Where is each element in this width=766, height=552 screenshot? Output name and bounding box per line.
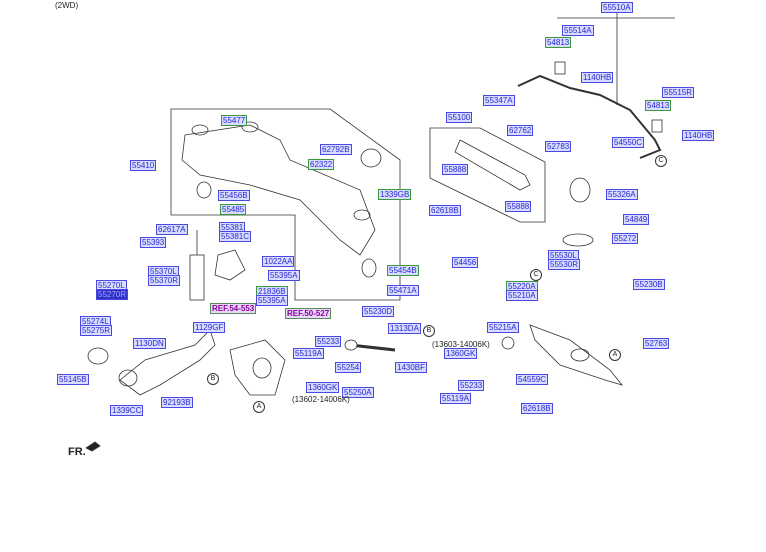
part-label[interactable]: 55456B [218,190,250,201]
subframe-box [170,108,401,301]
part-label[interactable]: 55393 [140,237,167,248]
part-label[interactable]: 55210A [506,290,538,301]
reference-link[interactable]: REF.54-553 [210,303,257,314]
part-label[interactable]: 55395A [256,295,288,306]
reference-link[interactable]: REF.50-527 [285,308,332,319]
part-label[interactable]: 1140HB [682,130,715,141]
part-label[interactable]: 55100 [446,112,473,123]
part-label[interactable]: 62618B [521,403,553,414]
part-label[interactable]: 55477 [221,115,248,126]
part-label[interactable]: 1129GF [193,322,226,333]
trailing-arm [87,329,286,396]
part-label[interactable]: 55119A [440,393,471,404]
part-label[interactable]: 55485 [220,204,247,215]
part-label[interactable]: 52783 [545,141,572,152]
part-label[interactable]: 1360GK [306,382,340,393]
part-label[interactable]: 55454B [387,265,419,276]
part-label[interactable]: 55145B [57,374,89,385]
part-label[interactable]: 55410 [130,160,157,171]
stabilizer-bar [517,8,675,159]
part-label[interactable]: 1339CC [110,405,144,416]
part-label[interactable]: 62762 [507,125,534,136]
part-label[interactable]: 55471A [387,285,419,296]
part-label[interactable]: 54813 [545,37,572,48]
part-label[interactable]: 52763 [643,338,670,349]
part-label[interactable]: 55250A [342,387,374,398]
part-label[interactable]: 92193B [161,397,193,408]
part-label[interactable]: 55119A [293,348,324,359]
part-label[interactable]: 55254 [335,362,362,373]
part-label[interactable]: 62792B [320,144,352,155]
shock-absorber [189,230,246,301]
front-direction-label: FR. [68,446,86,458]
part-label[interactable]: 1339GB [378,189,412,200]
part-label[interactable]: 55888 [505,201,532,212]
part-label[interactable]: 55275R [80,325,113,336]
part-label[interactable]: 1430BF [395,362,428,373]
part-label[interactable]: 1140HB [581,72,614,83]
part-label[interactable]: 55370R [148,275,181,286]
part-label[interactable]: 54849 [623,214,650,225]
serial-range-note: (13603-14006K) [432,340,490,349]
part-label[interactable]: 62618B [429,205,461,216]
marker-a: A [253,401,265,413]
serial-range-note: (13602-14006K) [292,395,350,404]
crossmember [181,121,376,256]
part-label[interactable]: 55381C [219,231,252,242]
part-label[interactable]: 55233 [458,380,485,391]
part-label[interactable]: 54559C [516,374,549,385]
part-label[interactable]: 1360GK [444,348,478,359]
part-label[interactable]: 1313DA [388,323,421,334]
fr-arrow-icon [85,441,101,452]
part-label[interactable]: 55395A [268,270,300,281]
marker-c: C [530,269,542,281]
part-label-selected[interactable]: 55270R [96,289,129,300]
marker-b: B [423,325,435,337]
part-label[interactable]: 54456 [452,257,479,268]
part-label[interactable]: 62322 [308,159,335,170]
part-label[interactable]: 55510A [601,2,633,13]
part-label[interactable]: 54813 [645,100,672,111]
part-label[interactable]: 55888 [442,164,469,175]
part-label[interactable]: 55230D [362,306,395,317]
part-label[interactable]: 1130DN [133,338,166,349]
marker-b: B [207,373,219,385]
lower-arms [196,148,624,386]
part-label[interactable]: 54550C [612,137,645,148]
variant-label: (2WD) [55,1,79,10]
part-label[interactable]: 55347A [483,95,515,106]
part-label[interactable]: 55272 [612,233,639,244]
part-label[interactable]: 55233 [315,336,342,347]
part-label[interactable]: 55515R [662,87,695,98]
part-label[interactable]: 55215A [487,322,519,333]
part-label[interactable]: 55326A [606,189,638,200]
part-label[interactable]: 55530R [548,259,581,270]
upper-arm-box [429,127,546,223]
part-label[interactable]: 55230B [633,279,665,290]
marker-a: A [609,349,621,361]
part-label[interactable]: 1022AA [262,256,295,267]
part-label[interactable]: 55514A [562,25,594,36]
part-label[interactable]: 62617A [156,224,188,235]
marker-c: C [655,155,667,167]
